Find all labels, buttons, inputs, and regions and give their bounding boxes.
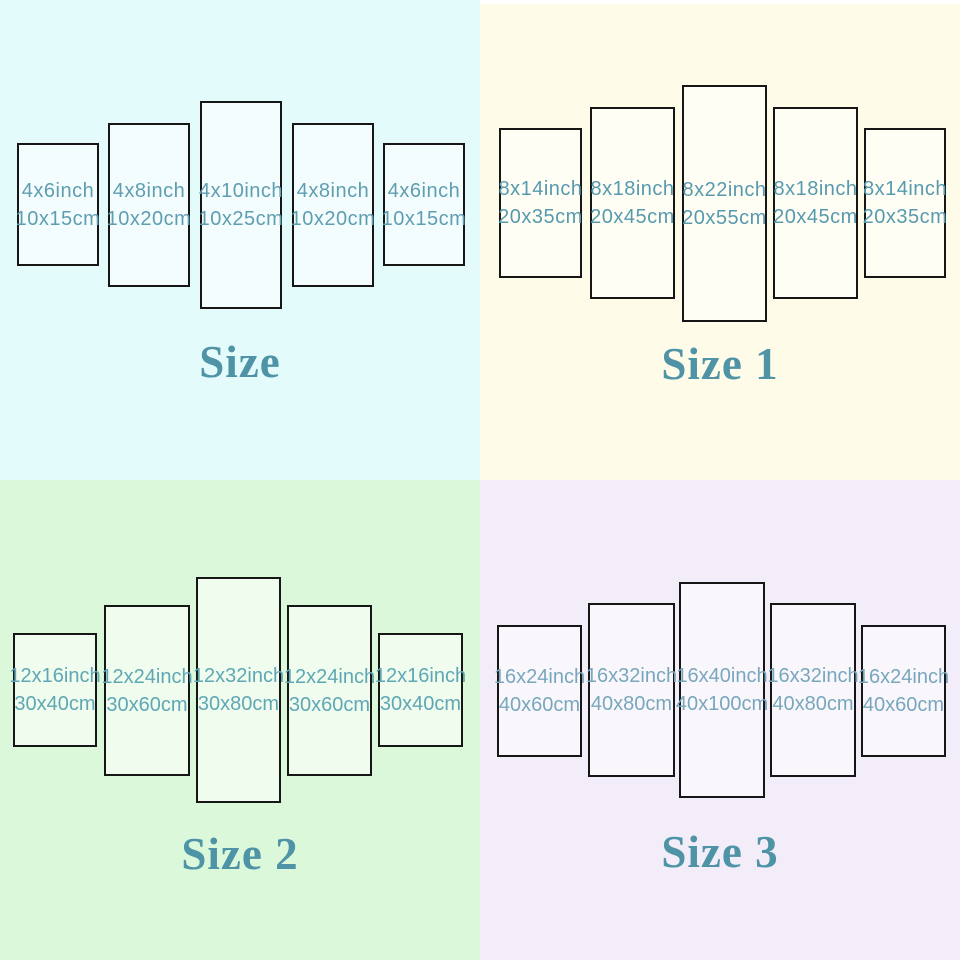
- panel-size-label: 12x16inch 30x40cm: [375, 662, 466, 718]
- panel-size-cm: 20x45cm: [590, 206, 675, 228]
- panel-size-label: 8x18inch 20x45cm: [590, 175, 675, 231]
- canvas-panel: 8x14inch 20x35cm: [498, 128, 583, 278]
- panel-size-inch: 8x14inch: [862, 178, 948, 200]
- panel-size-cm: 20x35cm: [862, 206, 948, 228]
- quadrant-size: 4x6inch 10x15cm 4x8inch 10x20cm 4x10inch…: [0, 0, 480, 480]
- panel-size-inch: 4x8inch: [112, 180, 186, 202]
- panel-size-cm: 30x40cm: [379, 693, 462, 715]
- panel-size-label: 16x24inch 40x60cm: [494, 663, 585, 719]
- top-white-strip: [480, 0, 960, 4]
- panel-size-cm: 10x15cm: [381, 207, 467, 230]
- quadrant-size-1: 8x14inch 20x35cm 8x18inch 20x45cm 8x22in…: [480, 0, 960, 480]
- canvas-panel: 16x24inch 40x60cm: [494, 625, 585, 757]
- panel-size-cm: 20x35cm: [498, 206, 583, 228]
- panel-size-cm: 40x100cm: [675, 693, 769, 715]
- panel-size-inch: 12x32inch: [192, 665, 285, 687]
- panel-size-inch: 12x24inch: [283, 665, 376, 688]
- panel-size-label: 8x22inch 20x55cm: [682, 176, 767, 232]
- panel-size-inch: 16x24inch: [493, 666, 586, 688]
- panel-size-inch: 4x8inch: [296, 180, 370, 202]
- canvas-panel: 12x24inch 30x60cm: [101, 605, 193, 776]
- quadrant-title: Size 1: [661, 339, 779, 389]
- panel-size-label: 12x24inch 30x60cm: [101, 663, 192, 719]
- panel-size-inch: 16x24inch: [857, 666, 950, 688]
- canvas-panel: 16x24inch 40x60cm: [858, 625, 949, 757]
- canvas-panel: 16x32inch 40x80cm: [767, 603, 859, 777]
- quadrant-size-3: 16x24inch 40x60cm 16x32inch 40x80cm 16x4…: [480, 480, 960, 960]
- canvas-panel: 4x6inch 10x15cm: [16, 143, 101, 266]
- quadrant-title: Size: [199, 337, 281, 387]
- canvas-panel: 12x16inch 30x40cm: [9, 633, 101, 747]
- panel-size-inch: 8x22inch: [682, 178, 767, 201]
- panel-size-cm: 10x20cm: [290, 208, 376, 230]
- canvas-panel: 4x6inch 10x15cm: [382, 143, 467, 266]
- panel-size-cm: 30x40cm: [14, 693, 96, 715]
- quadrant-size-2: 12x16inch 30x40cm 12x24inch 30x60cm 12x3…: [0, 480, 480, 960]
- panel-size-label: 8x18inch 20x45cm: [773, 175, 858, 231]
- canvas-panel: 16x32inch 40x80cm: [586, 603, 677, 777]
- panel-size-cm: 10x25cm: [198, 208, 284, 230]
- panel-size-cm: 40x80cm: [772, 693, 854, 715]
- panel-size-cm: 20x55cm: [682, 206, 767, 229]
- panel-size-label: 16x32inch 40x80cm: [767, 662, 858, 718]
- panel-size-label: 12x24inch 30x60cm: [284, 663, 375, 719]
- panel-size-inch: 8x18inch: [590, 178, 675, 200]
- panel-size-cm: 30x60cm: [106, 693, 188, 716]
- panel-size-cm: 20x45cm: [773, 206, 858, 228]
- panel-size-label: 12x32inch 30x80cm: [193, 662, 284, 718]
- panel-size-inch: 8x14inch: [498, 178, 583, 200]
- panel-size-label: 4x6inch 10x15cm: [16, 177, 101, 233]
- canvas-panel: 4x10inch 10x25cm: [199, 101, 284, 309]
- panel-size-inch: 4x10inch: [198, 180, 284, 202]
- panel-size-label: 4x8inch 10x20cm: [107, 177, 192, 233]
- panel-size-label: 16x24inch 40x60cm: [858, 663, 949, 719]
- panel-size-label: 16x32inch 40x80cm: [586, 662, 677, 718]
- canvas-panel: 12x32inch 30x80cm: [193, 577, 284, 803]
- panel-size-cm: 40x60cm: [498, 694, 581, 716]
- panel-size-inch: 4x6inch: [387, 179, 461, 202]
- canvas-panel: 16x40inch 40x100cm: [676, 582, 768, 798]
- canvas-panel: 4x8inch 10x20cm: [291, 123, 376, 287]
- panel-size-cm: 10x20cm: [106, 208, 192, 230]
- panel-size-inch: 16x32inch: [585, 665, 678, 687]
- panel-size-cm: 40x60cm: [862, 694, 945, 716]
- canvas-panel: 8x22inch 20x55cm: [682, 85, 767, 322]
- panel-size-label: 16x40inch 40x100cm: [676, 662, 768, 718]
- canvas-panel: 8x14inch 20x35cm: [863, 128, 948, 278]
- canvas-panel: 12x24inch 30x60cm: [284, 605, 375, 776]
- panel-size-inch: 8x18inch: [773, 178, 858, 200]
- panel-size-inch: 16x32inch: [767, 665, 859, 687]
- panel-size-label: 4x6inch 10x15cm: [382, 177, 467, 233]
- panel-size-label: 8x14inch 20x35cm: [498, 175, 583, 231]
- quadrant-title: Size 3: [661, 827, 779, 877]
- panel-size-cm: 10x15cm: [15, 207, 101, 230]
- quadrant-title: Size 2: [181, 829, 299, 879]
- panel-size-inch: 12x16inch: [374, 665, 467, 687]
- panel-size-cm: 30x80cm: [197, 693, 280, 715]
- panel-size-inch: 12x16inch: [9, 665, 101, 687]
- panel-size-cm: 30x60cm: [288, 693, 371, 716]
- panel-size-inch: 12x24inch: [101, 665, 193, 688]
- panel-size-label: 4x10inch 10x25cm: [199, 177, 284, 233]
- canvas-panel: 8x18inch 20x45cm: [773, 107, 858, 299]
- panel-size-label: 8x14inch 20x35cm: [863, 175, 948, 231]
- panel-size-label: 12x16inch 30x40cm: [9, 662, 100, 718]
- canvas-panel: 8x18inch 20x45cm: [590, 107, 675, 299]
- panel-size-inch: 4x6inch: [21, 179, 95, 202]
- canvas-panel: 12x16inch 30x40cm: [375, 633, 466, 747]
- panel-size-label: 4x8inch 10x20cm: [291, 177, 376, 233]
- panel-size-inch: 16x40inch: [676, 665, 768, 687]
- panel-size-cm: 40x80cm: [590, 693, 673, 715]
- canvas-panel: 4x8inch 10x20cm: [107, 123, 192, 287]
